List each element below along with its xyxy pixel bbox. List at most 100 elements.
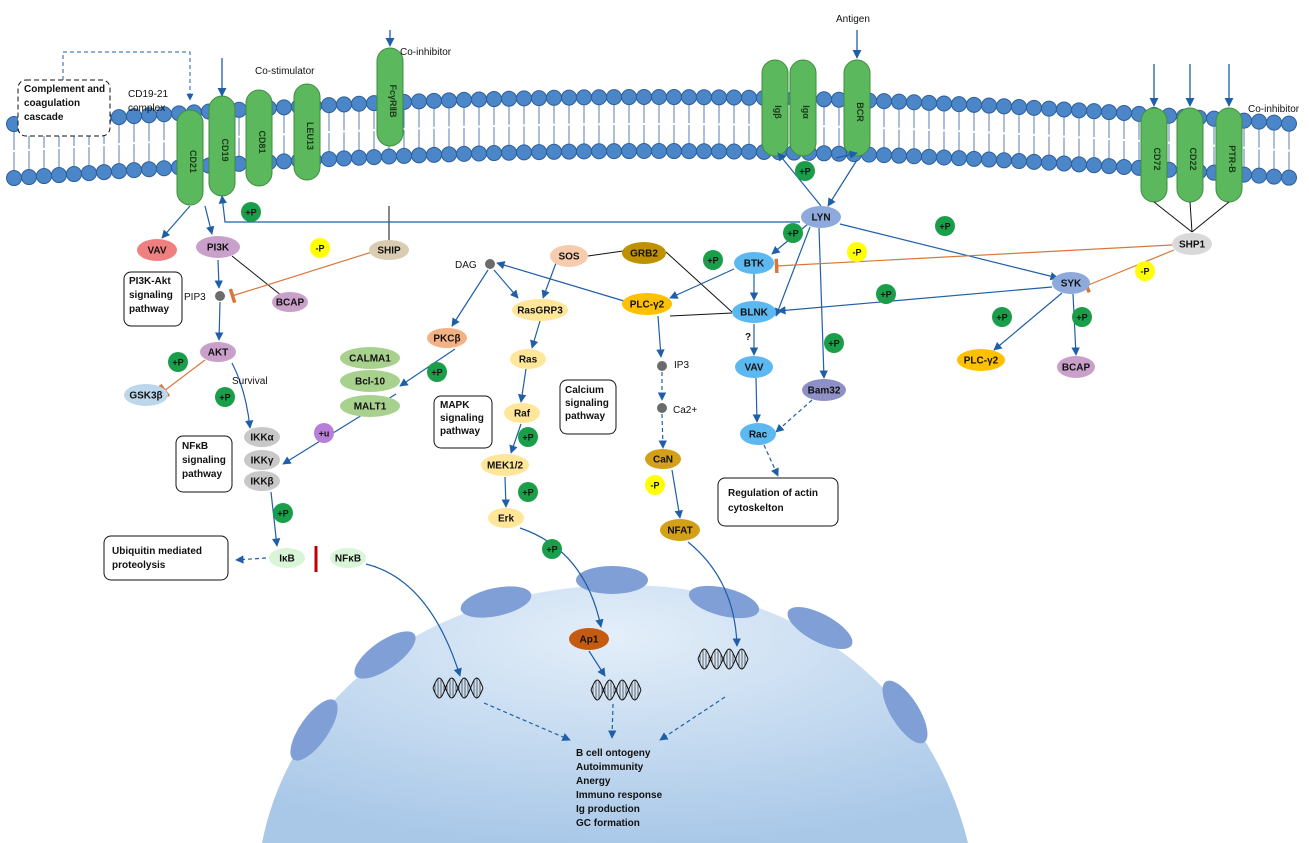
ca2-label: Ca2+ bbox=[673, 405, 697, 416]
lipid-head bbox=[501, 144, 517, 161]
phospho-minus-badge: -P bbox=[310, 238, 330, 258]
node-vav1: VAV bbox=[137, 239, 177, 261]
inhibition-line bbox=[774, 244, 1173, 274]
lipid-head bbox=[1116, 104, 1132, 121]
node-bcap2: BCAP bbox=[1057, 356, 1095, 378]
lipid-head bbox=[1101, 104, 1117, 121]
node-syk: SYK bbox=[1052, 272, 1090, 294]
nuclear-pore bbox=[354, 631, 416, 679]
node-btk: BTK bbox=[734, 252, 774, 274]
node-ikkb: IKKβ bbox=[244, 471, 280, 491]
binding-line bbox=[665, 251, 733, 313]
node-shp1: SHP1 bbox=[1172, 233, 1212, 255]
activation-arrow bbox=[775, 399, 813, 433]
pi3k-akt-box bbox=[123, 271, 183, 327]
lipid-head bbox=[501, 90, 517, 107]
receptor-label-igb: Igβ bbox=[773, 105, 783, 119]
binding-line bbox=[587, 250, 624, 257]
lipid-head bbox=[96, 164, 112, 181]
svg-text:+P: +P bbox=[787, 229, 798, 239]
phospho-plus-badge: +P bbox=[241, 202, 261, 222]
receptor-label-cd22: CD22 bbox=[1188, 147, 1198, 170]
ubiq-box-line1: Ubiquitin mediated bbox=[112, 546, 202, 557]
svg-text:+P: +P bbox=[880, 290, 891, 300]
lipid-head bbox=[681, 89, 697, 106]
lipid-head bbox=[531, 90, 547, 107]
calcium-box-line1: Calcium bbox=[565, 385, 604, 396]
node-pi3k: PI3K bbox=[196, 236, 240, 258]
nucleus bbox=[262, 566, 968, 843]
node-label-lyn: LYN bbox=[811, 213, 830, 224]
dna-helix bbox=[432, 677, 484, 699]
node-label-bcap2: BCAP bbox=[1062, 363, 1091, 374]
svg-text:+P: +P bbox=[522, 488, 533, 498]
node-label-sos: SOS bbox=[558, 252, 579, 263]
svg-text:+P: +P bbox=[172, 358, 183, 368]
lipid-head bbox=[936, 149, 952, 166]
activation-arrow bbox=[658, 413, 667, 449]
lipid-head bbox=[711, 143, 727, 160]
nuclear-pore bbox=[576, 566, 648, 594]
lipid-head bbox=[741, 89, 757, 106]
lipid-head bbox=[546, 89, 562, 106]
node-label-rasgrp3: RasGRP3 bbox=[517, 306, 563, 317]
lipid-head bbox=[1101, 158, 1117, 175]
svg-text:+P: +P bbox=[939, 222, 950, 232]
activation-arrow bbox=[839, 223, 1059, 281]
mapk-box bbox=[433, 395, 493, 449]
receptor-cd22: CD22 bbox=[1176, 107, 1204, 203]
node-nfkb: NFκB bbox=[330, 548, 366, 568]
outcome-4: Immuno response bbox=[576, 790, 663, 801]
node-ikkg: IKKγ bbox=[244, 450, 280, 470]
lipid-head bbox=[1251, 167, 1267, 184]
binding-line bbox=[1191, 201, 1230, 233]
lipid-head bbox=[636, 143, 652, 160]
pi3k-box-line3: pathway bbox=[129, 304, 169, 315]
dna-helix bbox=[590, 679, 642, 701]
node-label-pi3k: PI3K bbox=[207, 243, 230, 254]
activation-arrow bbox=[451, 269, 489, 327]
svg-text:+P: +P bbox=[277, 509, 288, 519]
lipid-head bbox=[1041, 154, 1057, 171]
mapk-box-line3: pathway bbox=[440, 426, 480, 437]
activation-arrow bbox=[204, 205, 215, 235]
lipid-head bbox=[156, 160, 172, 177]
node-can: CaN bbox=[645, 449, 681, 469]
lipid-head bbox=[816, 145, 832, 162]
node-rac: Rac bbox=[740, 423, 776, 445]
node-label-mek: MEK1/2 bbox=[487, 461, 524, 472]
receptor-label-cd81: CD81 bbox=[257, 130, 267, 153]
lipid-head bbox=[726, 143, 742, 160]
lipid-head bbox=[1011, 153, 1027, 170]
lipid-head bbox=[486, 91, 502, 108]
question-mark: ? bbox=[745, 332, 751, 343]
calcium-box-line3: pathway bbox=[565, 411, 605, 422]
phospho-plus-badge: +P bbox=[215, 387, 235, 407]
node-label-ikkg: IKKγ bbox=[251, 456, 274, 467]
lipid-head bbox=[1251, 113, 1267, 130]
lipid-head bbox=[516, 90, 532, 107]
pi3k-box-line2: signaling bbox=[129, 290, 173, 301]
lipid-head bbox=[321, 97, 337, 114]
receptor-leu13: LEU13 bbox=[293, 83, 321, 181]
svg-text:+P: +P bbox=[1076, 313, 1087, 323]
activation-arrow bbox=[608, 703, 617, 739]
dag-label: DAG bbox=[455, 260, 477, 271]
phospho-plus-badge: +P bbox=[542, 539, 562, 559]
activation-arrow bbox=[835, 150, 858, 159]
nfkb-box-line1: NFκB bbox=[182, 441, 208, 452]
second-messenger-dot bbox=[485, 259, 495, 269]
node-calma1: CALMA1 bbox=[340, 347, 400, 369]
dna-helix bbox=[697, 648, 749, 670]
phospho-minus-badge: -P bbox=[645, 475, 665, 495]
nuclear-pore bbox=[787, 607, 853, 649]
binding-line bbox=[231, 255, 283, 297]
lipid-head bbox=[1266, 114, 1282, 131]
lipid-head bbox=[816, 91, 832, 108]
receptor-ptpb: PTR-B bbox=[1215, 107, 1243, 203]
activation-arrow bbox=[656, 315, 665, 358]
